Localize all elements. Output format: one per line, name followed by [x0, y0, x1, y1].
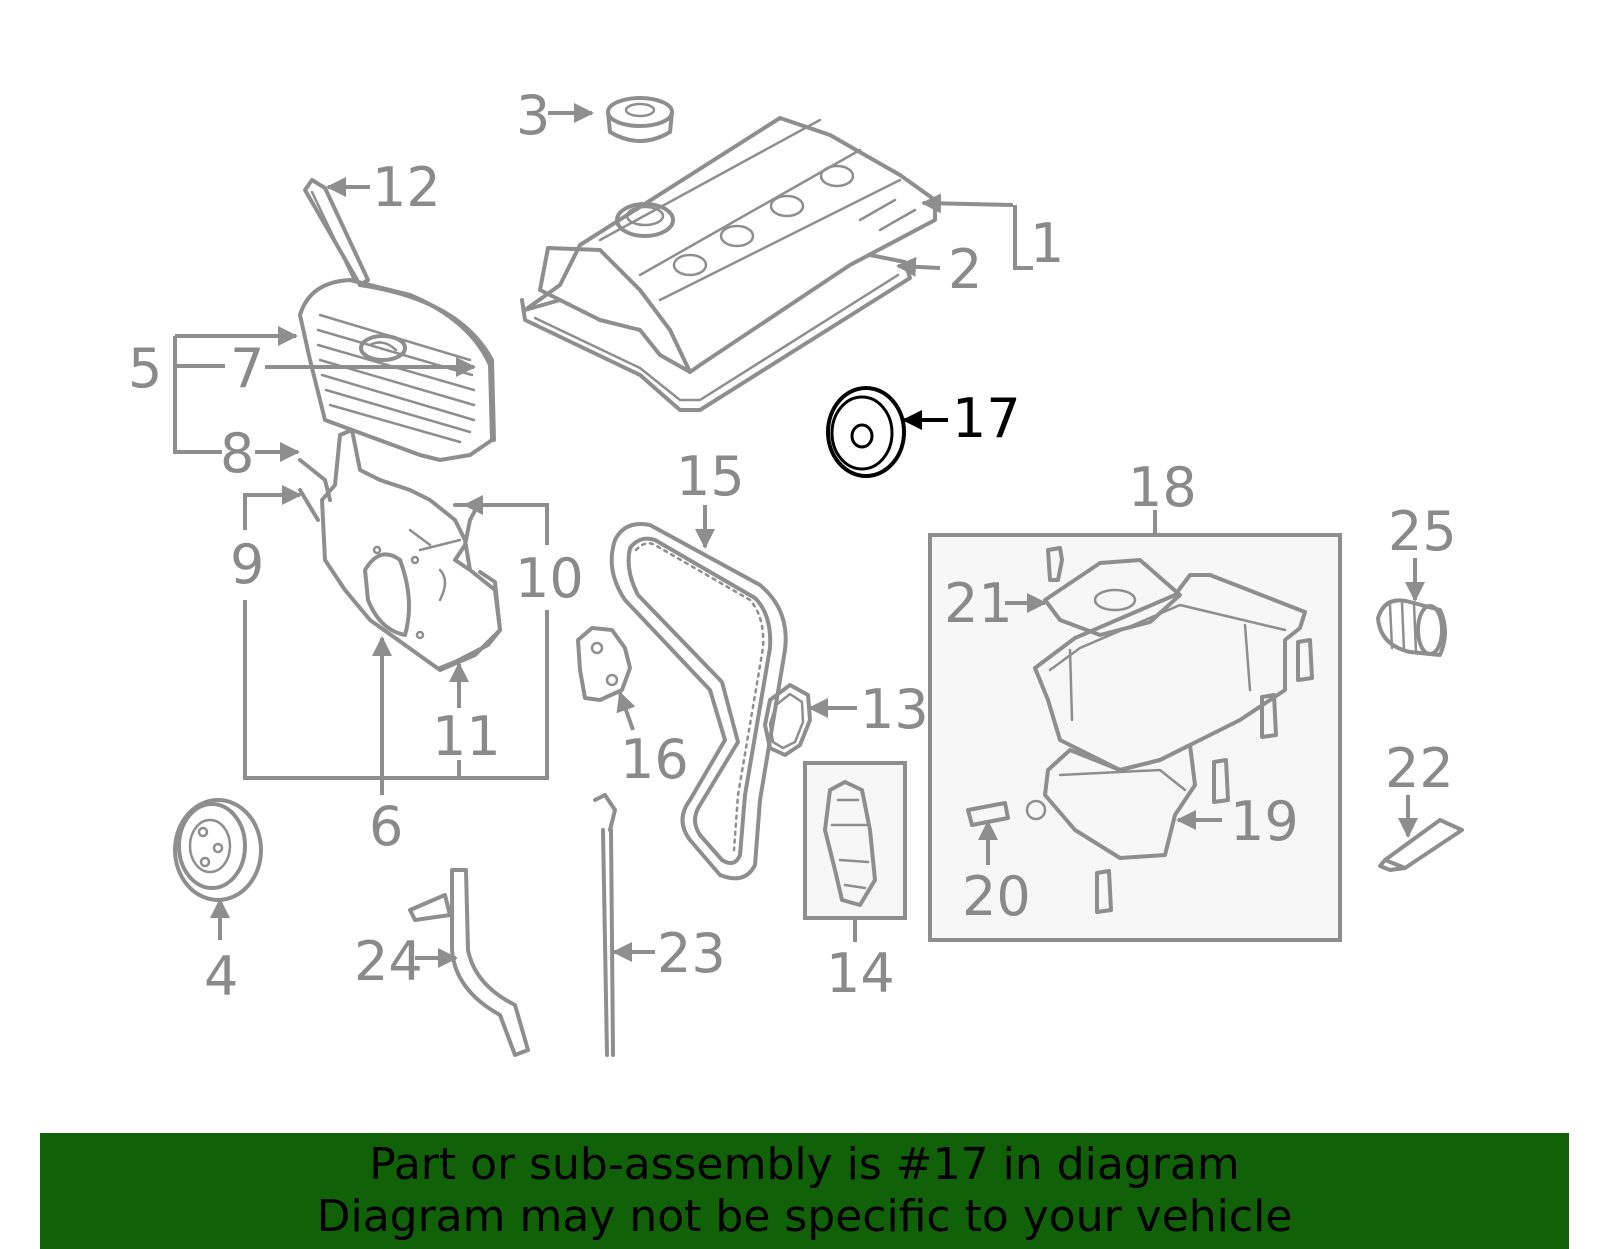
callout-3[interactable]: 3 [516, 84, 550, 147]
callout-6[interactable]: 6 [369, 795, 403, 858]
oil-filter-part [1376, 598, 1447, 657]
lower-timing-cover-part [320, 428, 502, 672]
oil-pump-box [803, 761, 907, 920]
callout-16[interactable]: 16 [620, 728, 689, 791]
callout-13[interactable]: 13 [860, 678, 929, 741]
info-banner: Part or sub-assembly is #17 in diagram D… [40, 1133, 1569, 1249]
belt-tensioner-part [576, 626, 632, 702]
callout-19[interactable]: 19 [1230, 790, 1299, 853]
callout-5[interactable]: 5 [128, 337, 162, 400]
callout-14[interactable]: 14 [826, 942, 895, 1005]
callout-9[interactable]: 9 [230, 533, 264, 596]
oil-filler-cap-part [606, 96, 674, 143]
callout-labels: 1 2 3 4 5 6 7 8 9 10 11 12 13 14 15 16 1… [128, 84, 1457, 1008]
callout-17[interactable]: 17 [952, 387, 1021, 450]
callout-12[interactable]: 12 [372, 156, 441, 219]
valve-cover-gasket-part [520, 253, 912, 412]
sealant-tube-part [1378, 818, 1464, 872]
oil-pump-part [823, 780, 877, 907]
oil-strainer-part [1043, 558, 1182, 637]
valve-cover-part [523, 116, 937, 374]
banner-disclaimer-line: Diagram may not be specific to your vehi… [316, 1191, 1293, 1242]
callout-22[interactable]: 22 [1385, 737, 1454, 800]
callout-21[interactable]: 21 [944, 572, 1013, 635]
callout-18[interactable]: 18 [1128, 456, 1197, 519]
callout-15[interactable]: 15 [676, 445, 745, 508]
upper-timing-cover-part [298, 278, 496, 462]
crankshaft-oil-seal-part [826, 386, 906, 478]
banner-part-line: Part or sub-assembly is #17 in diagram [369, 1139, 1240, 1190]
callout-7[interactable]: 7 [230, 337, 264, 400]
callout-10[interactable]: 10 [515, 547, 584, 610]
callout-1[interactable]: 1 [1030, 212, 1064, 275]
water-pump-gasket-part [763, 683, 812, 757]
parts-diagram: 1 2 3 4 5 6 7 8 9 10 11 12 13 14 15 16 1… [128, 84, 1464, 1057]
callout-11[interactable]: 11 [432, 705, 501, 768]
callout-20[interactable]: 20 [962, 865, 1031, 928]
dipstick-part [593, 793, 617, 1057]
callout-8[interactable]: 8 [220, 422, 254, 485]
oil-pan-bolts-part [1046, 546, 1314, 914]
timing-belt-part [609, 522, 788, 881]
callout-2[interactable]: 2 [948, 238, 982, 301]
callout-23[interactable]: 23 [657, 922, 726, 985]
callout-24[interactable]: 24 [354, 930, 423, 993]
drain-plug-part [966, 799, 1047, 827]
crankshaft-pulley-part [173, 798, 263, 902]
dipstick-tube-part [408, 868, 530, 1057]
leader-lines [173, 103, 1425, 968]
callout-4[interactable]: 4 [204, 945, 238, 1008]
callout-25[interactable]: 25 [1388, 500, 1457, 563]
timing-cover-seal-strip-part [303, 178, 370, 287]
